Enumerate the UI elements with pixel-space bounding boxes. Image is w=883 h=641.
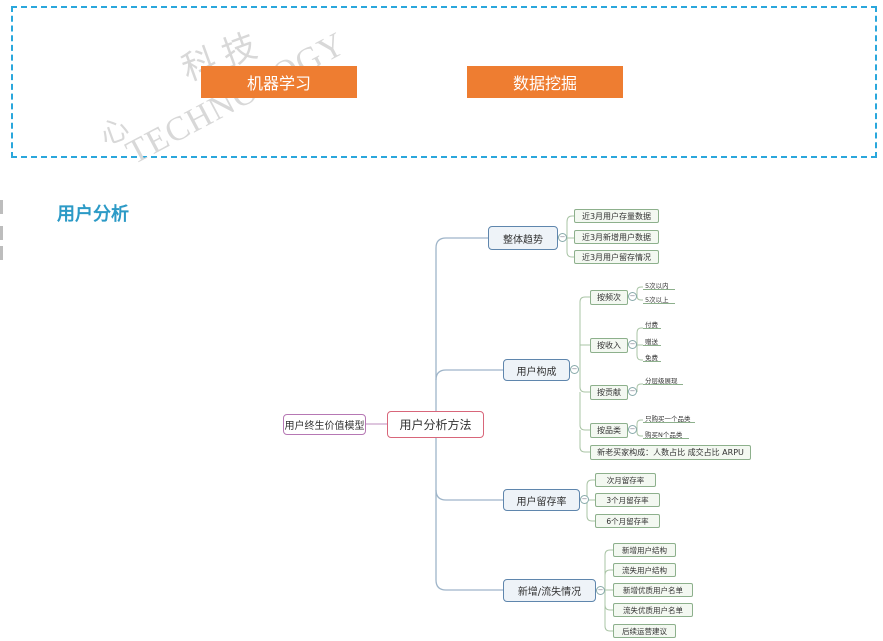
user-analysis-methods-root-node[interactable]: 用户分析方法 [387, 411, 484, 438]
retention-leaf[interactable]: 6个月留存率 [595, 514, 660, 528]
composition-by-category-node[interactable]: 按品类 [590, 423, 628, 438]
collapse-toggle-icon[interactable]: − [596, 586, 605, 595]
contribution-leaf[interactable]: 分层级展现 [643, 375, 683, 385]
churn-leaf[interactable]: 流失优质用户名单 [613, 603, 693, 617]
left-edge-mark [0, 226, 3, 240]
new-old-buyer-composition-node[interactable]: 新老买家构成：人数占比 成交占比 ARPU [590, 445, 751, 460]
composition-by-revenue-node[interactable]: 按收入 [590, 338, 628, 353]
churn-leaf[interactable]: 新增优质用户名单 [613, 583, 693, 597]
composition-by-contribution-node[interactable]: 按贡献 [590, 385, 628, 400]
trend-leaf[interactable]: 近3月用户留存情况 [574, 250, 659, 264]
trend-leaf[interactable]: 近3月新增用户数据 [574, 230, 659, 244]
trend-leaf[interactable]: 近3月用户存量数据 [574, 209, 659, 223]
lifetime-value-model-node[interactable]: 用户终生价值模型 [283, 414, 366, 435]
churn-leaf[interactable]: 新增用户结构 [613, 543, 676, 557]
composition-by-frequency-node[interactable]: 按频次 [590, 290, 628, 305]
overall-trend-node[interactable]: 整体趋势 [488, 226, 558, 250]
collapse-toggle-icon[interactable]: − [628, 292, 637, 301]
category-leaf[interactable]: 只购买一个品类 [643, 413, 695, 423]
new-churn-node[interactable]: 新增/流失情况 [503, 579, 596, 602]
churn-leaf[interactable]: 流失用户结构 [613, 563, 676, 577]
category-leaf[interactable]: 购买N个品类 [643, 429, 689, 439]
collapse-toggle-icon[interactable]: − [570, 365, 579, 374]
collapse-toggle-icon[interactable]: − [628, 387, 637, 396]
collapse-toggle-icon[interactable]: − [628, 340, 637, 349]
left-edge-mark [0, 200, 3, 214]
section-title: 用户分析 [57, 204, 129, 225]
top-dashed-box [11, 6, 877, 158]
user-retention-node[interactable]: 用户留存率 [503, 489, 580, 511]
revenue-leaf[interactable]: 赠送 [643, 336, 661, 346]
collapse-toggle-icon[interactable]: − [580, 495, 589, 504]
collapse-toggle-icon[interactable]: − [628, 425, 637, 434]
churn-leaf[interactable]: 后续运营建议 [613, 624, 676, 638]
user-composition-node[interactable]: 用户构成 [503, 359, 570, 381]
retention-leaf[interactable]: 次月留存率 [595, 473, 656, 487]
frequency-leaf[interactable]: 5次以上 [643, 294, 675, 304]
revenue-leaf[interactable]: 免费 [643, 352, 661, 362]
frequency-leaf[interactable]: 5次以内 [643, 280, 675, 290]
data-mining-button[interactable]: 数据挖掘 [467, 66, 623, 98]
collapse-toggle-icon[interactable]: − [558, 233, 567, 242]
revenue-leaf[interactable]: 付费 [643, 319, 661, 329]
machine-learning-button[interactable]: 机器学习 [201, 66, 357, 98]
left-edge-mark [0, 246, 3, 260]
retention-leaf[interactable]: 3个月留存率 [595, 493, 660, 507]
